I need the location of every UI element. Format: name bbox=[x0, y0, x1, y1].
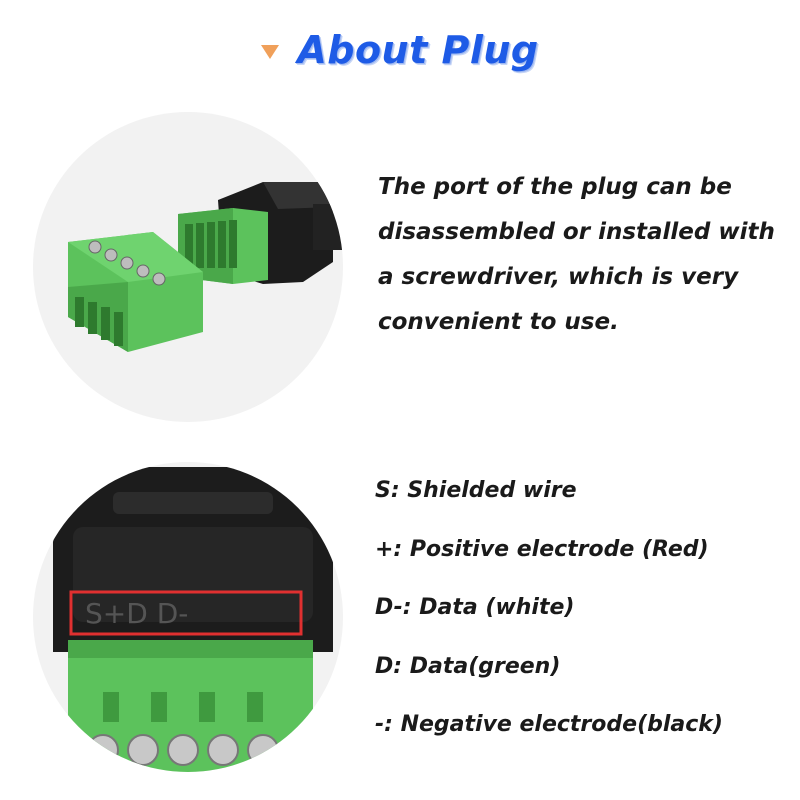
legend-item-data-minus: D-: Data (white) bbox=[375, 595, 575, 620]
connector-closeup-photo: S+D D- bbox=[33, 462, 343, 772]
connector-disassembled-photo bbox=[33, 112, 343, 422]
plug-description: The port of the plug can be disassembled… bbox=[378, 174, 775, 335]
legend-item-positive: +: Positive electrode (Red) bbox=[375, 536, 709, 562]
legend-item-shield: S: Shielded wire bbox=[375, 478, 577, 503]
connector-markings: S+D D- bbox=[85, 597, 188, 630]
header: About Plug bbox=[0, 22, 800, 78]
pin-legend: S: Shielded wire +: Positive electrode (… bbox=[375, 470, 795, 763]
page-title: About Plug bbox=[297, 28, 539, 72]
triangle-marker-icon bbox=[261, 45, 280, 59]
legend-item-negative: -: Negative electrode(black) bbox=[375, 712, 723, 737]
legend-item-data: D: Data(green) bbox=[375, 653, 561, 679]
